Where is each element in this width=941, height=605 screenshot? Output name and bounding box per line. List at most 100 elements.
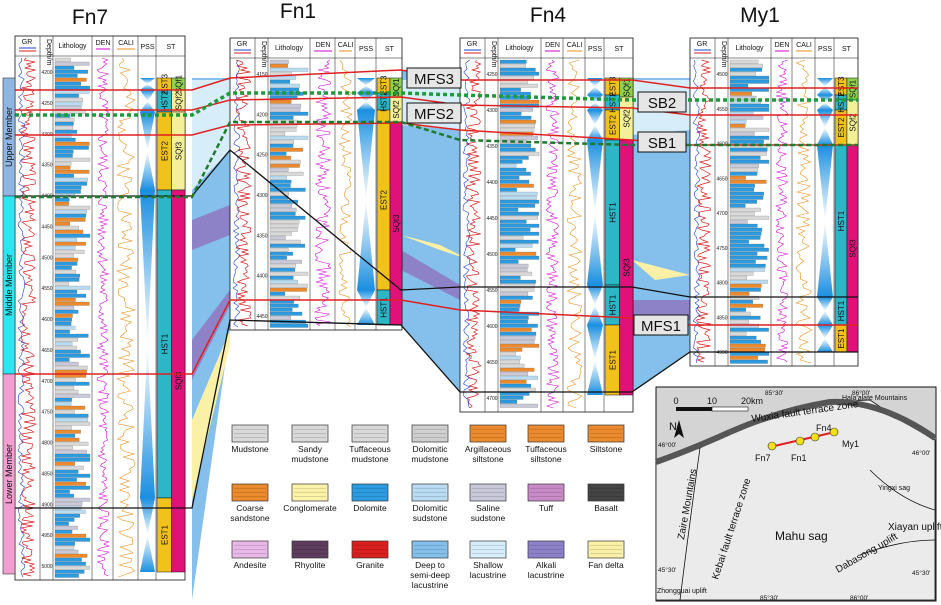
legend-label: Saline bbox=[476, 503, 500, 513]
systems-tract-label: HST2 bbox=[160, 90, 169, 111]
depth-header: Depth/m bbox=[260, 41, 267, 68]
legend-label: Andesite bbox=[233, 560, 266, 570]
legend-label: Rhyolite bbox=[295, 560, 326, 570]
lon-bottom-2: 86°00' bbox=[850, 594, 868, 602]
legend-label: lacustrine bbox=[470, 570, 507, 580]
cali-header: CALI bbox=[118, 40, 134, 47]
systems-tract-label: HST1 bbox=[608, 202, 617, 223]
depth-tick: 4350 bbox=[41, 163, 52, 169]
depth-tick: 4550 bbox=[716, 107, 727, 113]
depth-tick: 4400 bbox=[486, 180, 497, 186]
sequence-label: SQf1 bbox=[392, 78, 401, 97]
legend-swatch bbox=[291, 483, 329, 502]
lon-top-2: 86°00' bbox=[852, 389, 870, 397]
den-header: DEN bbox=[316, 42, 331, 49]
scale-10: 10 bbox=[707, 396, 717, 406]
systems-tract-label: HST2 bbox=[608, 92, 617, 113]
systems-tract-label: HST1 bbox=[380, 297, 389, 318]
lithology-header: Lithology bbox=[735, 45, 764, 52]
well-panel-fn7 bbox=[14, 35, 186, 581]
systems-tract-label: EST3 bbox=[160, 73, 169, 94]
sb1-label: SB1 bbox=[648, 135, 676, 152]
map-label-fn7: Fn7 bbox=[755, 453, 771, 463]
cali-header: CALI bbox=[567, 42, 583, 49]
pss-header: PSS bbox=[818, 46, 832, 53]
legend-label: Tuffaceous bbox=[525, 444, 567, 454]
lat-right-2: 45°30' bbox=[912, 569, 930, 577]
st-header: ST bbox=[842, 46, 852, 53]
mfs1-box bbox=[633, 314, 689, 336]
legend-label: siltstone bbox=[472, 454, 503, 464]
surface-labels: MFS3 MFS2 SB2 SB1 MFS1 bbox=[406, 67, 689, 336]
sequence-label: SQf2 bbox=[174, 91, 183, 110]
depth-tick: 4250 bbox=[256, 153, 267, 159]
map-label-fn1: Fn1 bbox=[791, 453, 807, 463]
den-header: DEN bbox=[96, 40, 111, 47]
depth-tick: 4250 bbox=[486, 72, 497, 78]
depth-tick: 5000 bbox=[41, 564, 52, 570]
legend-swatch bbox=[291, 424, 329, 443]
depth-tick: 4200 bbox=[41, 70, 52, 76]
cali-header: CALI bbox=[796, 42, 812, 49]
depth-header: Depth/m bbox=[490, 41, 497, 68]
legend-swatch bbox=[527, 483, 565, 502]
systems-tract-label: HST1 bbox=[837, 210, 846, 231]
gr-header: GR bbox=[467, 41, 478, 48]
mfs3-box bbox=[406, 67, 462, 89]
depth-header: Depth/m bbox=[45, 39, 52, 66]
legend-label: Alkali bbox=[536, 560, 556, 570]
sequence-label: SQf2 bbox=[848, 113, 857, 132]
legend-label: Tuff bbox=[539, 503, 554, 513]
legend-label: Coarse bbox=[236, 503, 264, 513]
systems-tract-label: EST1 bbox=[160, 524, 169, 545]
legend-swatch bbox=[527, 540, 565, 559]
depth-tick: 4500 bbox=[716, 72, 727, 78]
legend-label: Argillaceous bbox=[465, 444, 511, 454]
systems-tract-label: EST2 bbox=[160, 140, 169, 161]
depth-tick: 4600 bbox=[486, 324, 497, 330]
legend-swatch bbox=[231, 424, 269, 443]
legend-swatch bbox=[469, 483, 507, 502]
legend-swatch bbox=[231, 483, 269, 502]
legend-swatch bbox=[291, 540, 329, 559]
map-well-fn7 bbox=[767, 441, 777, 451]
region-mahu-sag: Mahu sag bbox=[775, 529, 828, 543]
depth-tick: 4500 bbox=[41, 255, 52, 261]
systems-tract-label: EST1 bbox=[608, 349, 617, 370]
legend-label: Deep to bbox=[415, 560, 445, 570]
systems-tract-label: EST1 bbox=[837, 328, 846, 349]
depth-tick: 4650 bbox=[486, 360, 497, 366]
mfs3-label: MFS3 bbox=[414, 71, 454, 88]
depth-tick: 4800 bbox=[41, 441, 52, 447]
depth-tick: 4350 bbox=[486, 144, 497, 150]
legend-swatch bbox=[411, 424, 449, 443]
map-label-my1: My1 bbox=[842, 439, 859, 449]
sb2-box bbox=[637, 91, 687, 113]
legend-label: Dolomite bbox=[353, 503, 387, 513]
legend-swatch bbox=[469, 424, 507, 443]
lon-top-1: 85°30' bbox=[765, 389, 783, 397]
legend-label: Granite bbox=[356, 560, 384, 570]
depth-tick: 4200 bbox=[256, 112, 267, 118]
gr-header: GR bbox=[22, 39, 33, 46]
map-label-fn4: Fn4 bbox=[816, 423, 832, 433]
depth-tick: 4450 bbox=[41, 224, 52, 230]
systems-tract-label: EST3 bbox=[380, 75, 389, 96]
lithology-header: Lithology bbox=[275, 45, 304, 52]
st-header: ST bbox=[167, 44, 177, 51]
depth-tick: 4250 bbox=[41, 101, 52, 107]
sequence-label: SQf1 bbox=[622, 78, 631, 97]
legend-label: Basalt bbox=[594, 503, 618, 513]
gr-header: GR bbox=[697, 41, 708, 48]
mfs2-box bbox=[406, 102, 462, 124]
legend-swatch bbox=[587, 424, 625, 443]
region-hala-alate: Hala'alate Mountains bbox=[842, 395, 908, 402]
mfs1-label: MFS1 bbox=[641, 318, 681, 335]
depth-tick: 4450 bbox=[256, 314, 267, 320]
legend-label: Sandy bbox=[298, 444, 323, 454]
legend-swatch bbox=[587, 540, 625, 559]
pss-header: PSS bbox=[140, 44, 154, 51]
well-panel-fn1 bbox=[229, 37, 403, 331]
